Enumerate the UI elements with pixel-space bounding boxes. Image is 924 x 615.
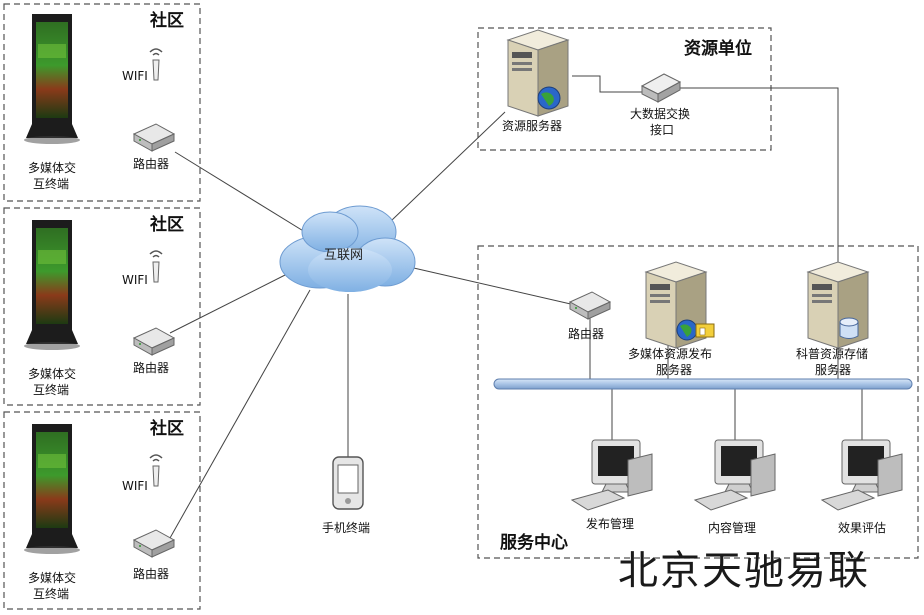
terminal-label-line2: 互终端 [33,177,70,191]
resource-server-label: 资源服务器 [502,119,563,133]
terminal-label-line1: 多媒体交 [28,571,77,585]
router-icon [133,123,175,152]
router-label: 路由器 [133,157,170,171]
terminal-label-line2: 互终端 [33,587,70,601]
network-bus [493,378,913,390]
mobile-phone-icon [332,456,364,510]
community-title: 社区 [150,419,184,439]
community-title: 社区 [150,11,184,31]
storage-server-icon [807,261,869,349]
kiosk-terminal-icon [24,220,80,350]
desktop-computer-icon [571,439,653,511]
exchange-label-line1: 大数据交换 [630,107,691,121]
client-label-evaluation: 效果评估 [838,521,887,535]
community-title: 社区 [150,215,184,235]
community-box [3,3,201,610]
internet-cloud-icon [279,205,416,292]
client-label-publish: 发布管理 [586,517,635,531]
service-center-box [477,245,919,559]
router-icon [133,327,175,356]
connection-lines [169,75,863,539]
globe-icon [537,86,561,110]
kiosk-terminal-icon [24,424,80,554]
wifi-antenna-icon [149,48,163,81]
router-icon [133,529,175,558]
desktop-computer-icon [694,439,776,511]
router-icon [569,291,611,320]
resource-unit-box [477,27,772,151]
wifi-label: WIFI [122,479,148,493]
terminal-label-line2: 互终端 [33,383,70,397]
folder-icon [695,323,715,338]
publish-server-label-line1: 多媒体资源发布 [628,347,713,361]
mobile-label: 手机终端 [322,521,371,535]
watermark-text: 北京天驰易联 [618,548,870,594]
storage-server-label-line1: 科普资源存储 [796,347,869,361]
resource-unit-title: 资源单位 [684,39,752,59]
internet-label: 互联网 [324,248,364,263]
database-icon [839,317,859,339]
router-label: 路由器 [133,361,170,375]
publish-server-label-line2: 服务器 [656,363,693,377]
exchange-label-line2: 接口 [650,123,675,137]
kiosk-terminal-icon [24,14,80,144]
wifi-antenna-icon [149,250,163,283]
wifi-label: WIFI [122,273,148,287]
storage-server-label-line2: 服务器 [815,363,852,377]
terminal-label-line1: 多媒体交 [28,367,77,381]
desktop-computer-icon [821,439,903,511]
data-exchange-icon [640,73,682,103]
client-label-content: 内容管理 [708,521,757,535]
service-router-label: 路由器 [568,327,605,341]
wifi-antenna-icon [149,454,163,487]
wifi-label: WIFI [122,69,148,83]
terminal-label-line1: 多媒体交 [28,161,77,175]
router-label: 路由器 [133,567,170,581]
globe-icon [676,319,698,341]
service-center-title: 服务中心 [500,533,568,553]
